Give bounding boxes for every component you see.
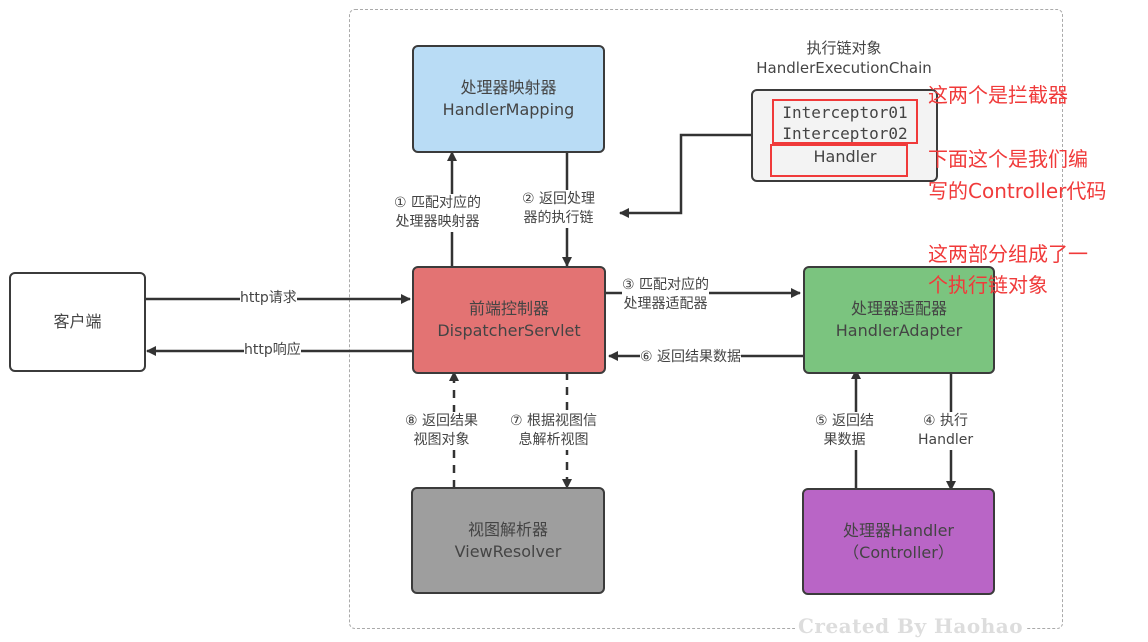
step2-line1: ② 返回处理 xyxy=(522,191,596,207)
view-resolver-cn: 视图解析器 xyxy=(467,519,548,539)
http-request-label: http请求 xyxy=(240,289,297,308)
handler-highlight xyxy=(770,144,908,177)
view-resolver-node: 视图解析器 ViewResolver xyxy=(411,487,605,594)
handler-mapping-cn: 处理器映射器 xyxy=(460,78,557,97)
step3-label: ③ 匹配对应的 处理器适配器 xyxy=(622,276,710,314)
step7-line1: ⑦ 根据视图信 xyxy=(510,413,598,429)
step3-line1: ③ 匹配对应的 xyxy=(622,277,710,293)
http-response-label: http响应 xyxy=(244,341,301,360)
dispatcher-servlet-node: 前端控制器 DispatcherServlet xyxy=(412,266,606,374)
handler-adapter-node: 处理器适配器 HandlerAdapter xyxy=(803,266,995,374)
step1-line1: ① 匹配对应的 xyxy=(394,195,482,211)
step5-label: ⑤ 返回结 果数据 xyxy=(815,412,875,450)
chain-title-en: HandlerExecutionChain xyxy=(756,59,932,77)
handler-controller-node: 处理器Handler （Controller） xyxy=(802,488,995,595)
step7-label: ⑦ 根据视图信 息解析视图 xyxy=(510,412,598,450)
step5-line1: ⑤ 返回结 xyxy=(815,413,875,429)
step2-label: ② 返回处理 器的执行链 xyxy=(522,190,596,228)
chain-link-arrow xyxy=(619,133,751,218)
view-resolver-en: ViewResolver xyxy=(454,541,562,561)
execution-chain-box xyxy=(751,89,938,182)
handler-adapter-cn: 处理器适配器 xyxy=(850,299,947,318)
step8-label: ⑧ 返回结果 视图对象 xyxy=(405,412,479,450)
step3-line2: 处理器适配器 xyxy=(623,296,708,312)
chain-title-cn: 执行链对象 xyxy=(806,39,882,57)
handler-mapping-en: HandlerMapping xyxy=(442,100,575,119)
handler-en: （Controller） xyxy=(843,542,954,562)
dispatcher-en: DispatcherServlet xyxy=(437,321,581,340)
step7-line2: 息解析视图 xyxy=(518,432,589,448)
step8-line2: 视图对象 xyxy=(413,432,470,448)
note-chain-line1: 这两部分组成了一 xyxy=(928,242,1088,266)
handler-adapter-en: HandlerAdapter xyxy=(835,321,963,340)
note-chain-line2: 个执行链对象 xyxy=(928,273,1048,297)
step1-line2: 处理器映射器 xyxy=(395,214,480,230)
handler-mapping-node: 处理器映射器 HandlerMapping xyxy=(412,45,605,153)
container-boundary xyxy=(349,9,1063,629)
step4-line1: ④ 执行 xyxy=(923,413,969,429)
step6-label: ⑥ 返回结果数据 xyxy=(640,348,742,367)
watermark: Created By Haohao xyxy=(795,614,1027,638)
note-controller-line2: 写的Controller代码 xyxy=(928,179,1107,203)
handler-cn: 处理器Handler xyxy=(842,520,954,540)
step4-line2: Handler xyxy=(918,432,974,448)
step5-line2: 果数据 xyxy=(823,432,866,448)
step1-label: ① 匹配对应的 处理器映射器 xyxy=(394,194,482,232)
step4-label: ④ 执行 Handler xyxy=(918,412,974,450)
step2-line2: 器的执行链 xyxy=(523,210,594,226)
client-node: 客户端 xyxy=(9,272,146,372)
chain-item-interceptor02: Interceptor02 xyxy=(782,124,908,143)
step8-line1: ⑧ 返回结果 xyxy=(405,413,479,429)
chain-item-interceptor01: Interceptor01 xyxy=(782,103,908,122)
note-controller-line1: 下面这个是我们编 xyxy=(928,147,1088,171)
note-interceptors: 这两个是拦截器 xyxy=(928,83,1068,107)
interceptors-highlight xyxy=(772,99,918,144)
chain-item-handler: Handler xyxy=(813,147,877,166)
client-label: 客户端 xyxy=(53,312,102,331)
dispatcher-cn: 前端控制器 xyxy=(468,299,549,318)
